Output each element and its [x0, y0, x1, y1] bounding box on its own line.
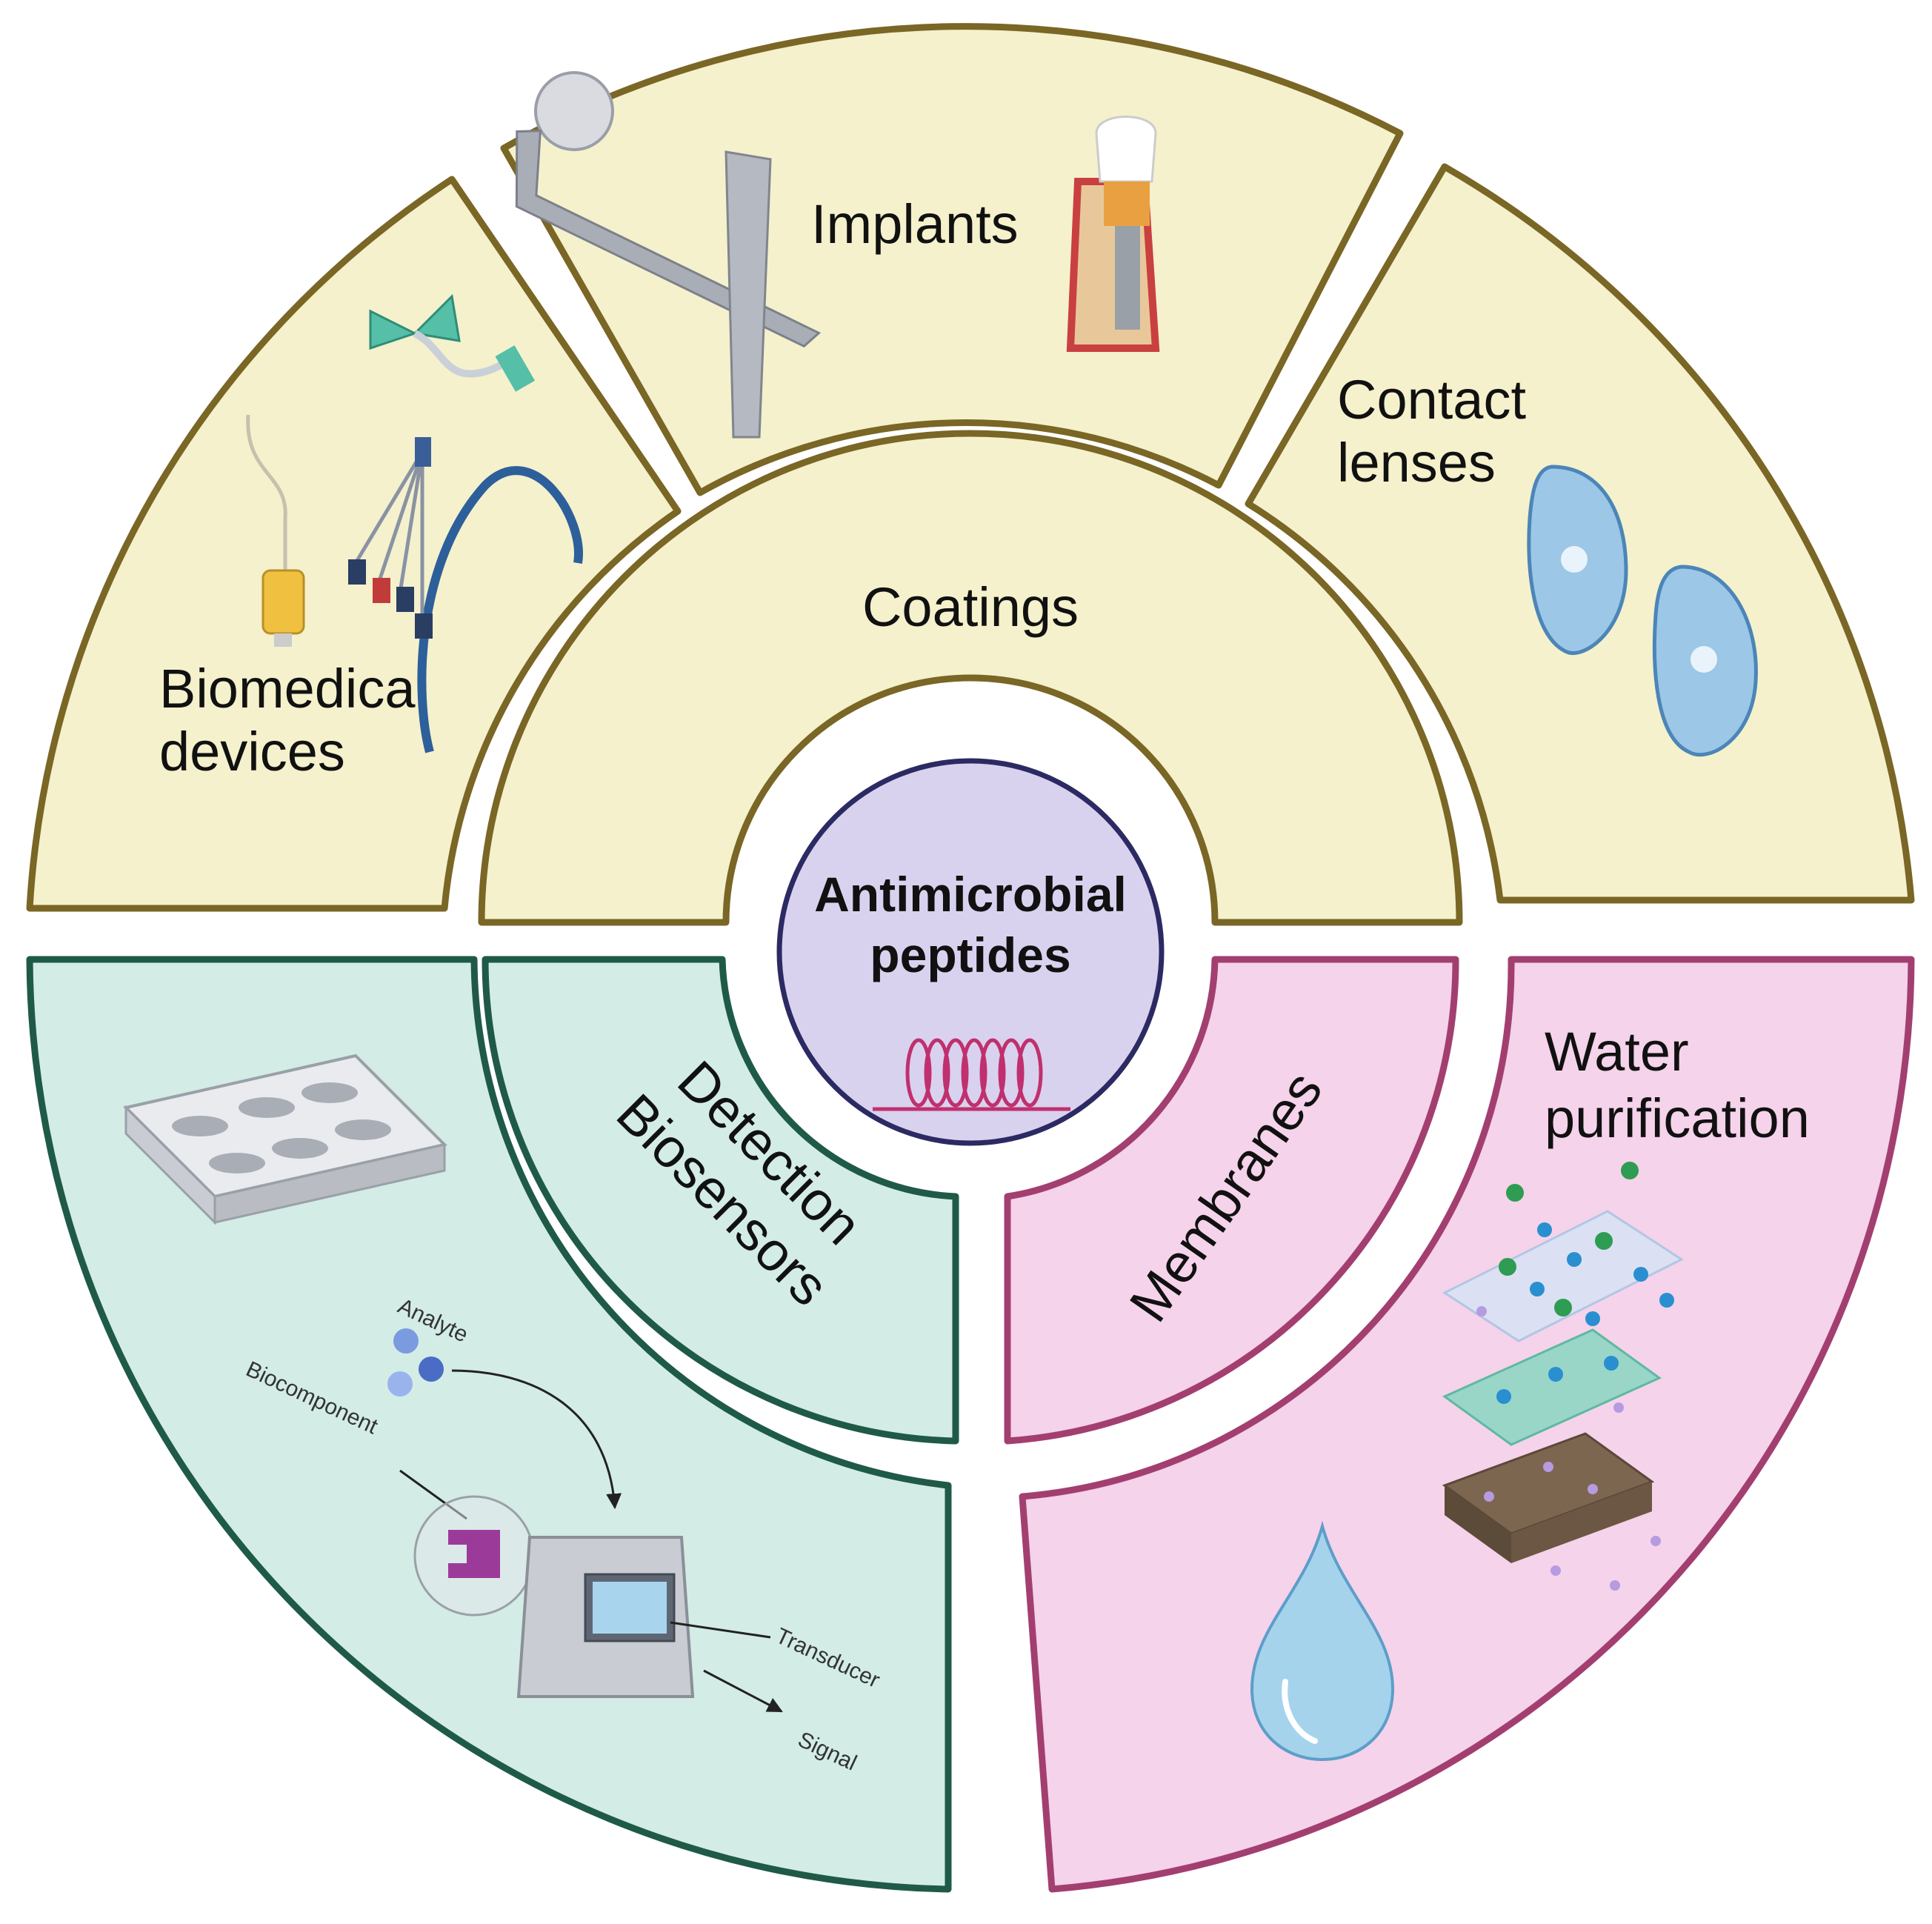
biomedical-label-line1: Biomedical: [159, 658, 427, 719]
dental-implant-icon: [1066, 116, 1160, 352]
particles-icon: [1476, 1162, 1674, 1591]
water-label-line1: Water: [1545, 1021, 1689, 1082]
coatings-segment: [478, 430, 1463, 926]
contact-lens-icon: [1527, 465, 1628, 655]
signal-arrow: [703, 1669, 783, 1713]
analyte-arrow: [451, 1369, 622, 1510]
transducer-pointer: [670, 1621, 771, 1639]
hip-implant-icon: [515, 71, 822, 439]
catheter-icon: [348, 437, 583, 753]
peptide-helix-icon: [873, 1038, 1070, 1111]
water-purification-segment: [1019, 956, 1915, 1893]
contact-lens-icon-2: [1652, 565, 1758, 757]
center-circle: [776, 758, 1165, 1146]
center-label-line2: peptides: [870, 928, 1070, 982]
center-label-line1: Antimicrobial: [814, 867, 1127, 922]
biocomponent-icon: [413, 1495, 535, 1617]
iv-bag-icon: [246, 414, 305, 647]
biomedical-label-line2: devices: [159, 721, 345, 782]
contact-label-line2: lenses: [1337, 432, 1496, 493]
well-plate-icon: [123, 1053, 447, 1225]
water-drop-icon: [1250, 1520, 1395, 1762]
biosensors-segment: [482, 956, 959, 1445]
implants-segment: [500, 23, 1404, 496]
coatings-label: Coatings: [862, 576, 1079, 638]
membranes-segment: [1004, 956, 1459, 1445]
butterfly-needle-icon: [369, 293, 535, 392]
water-label-line2: purification: [1545, 1088, 1810, 1149]
analyte-icon: [387, 1328, 444, 1397]
contact-label-line1: Contact: [1337, 369, 1526, 430]
implants-label: Implants: [811, 193, 1019, 255]
transducer-device-icon: [516, 1536, 695, 1698]
